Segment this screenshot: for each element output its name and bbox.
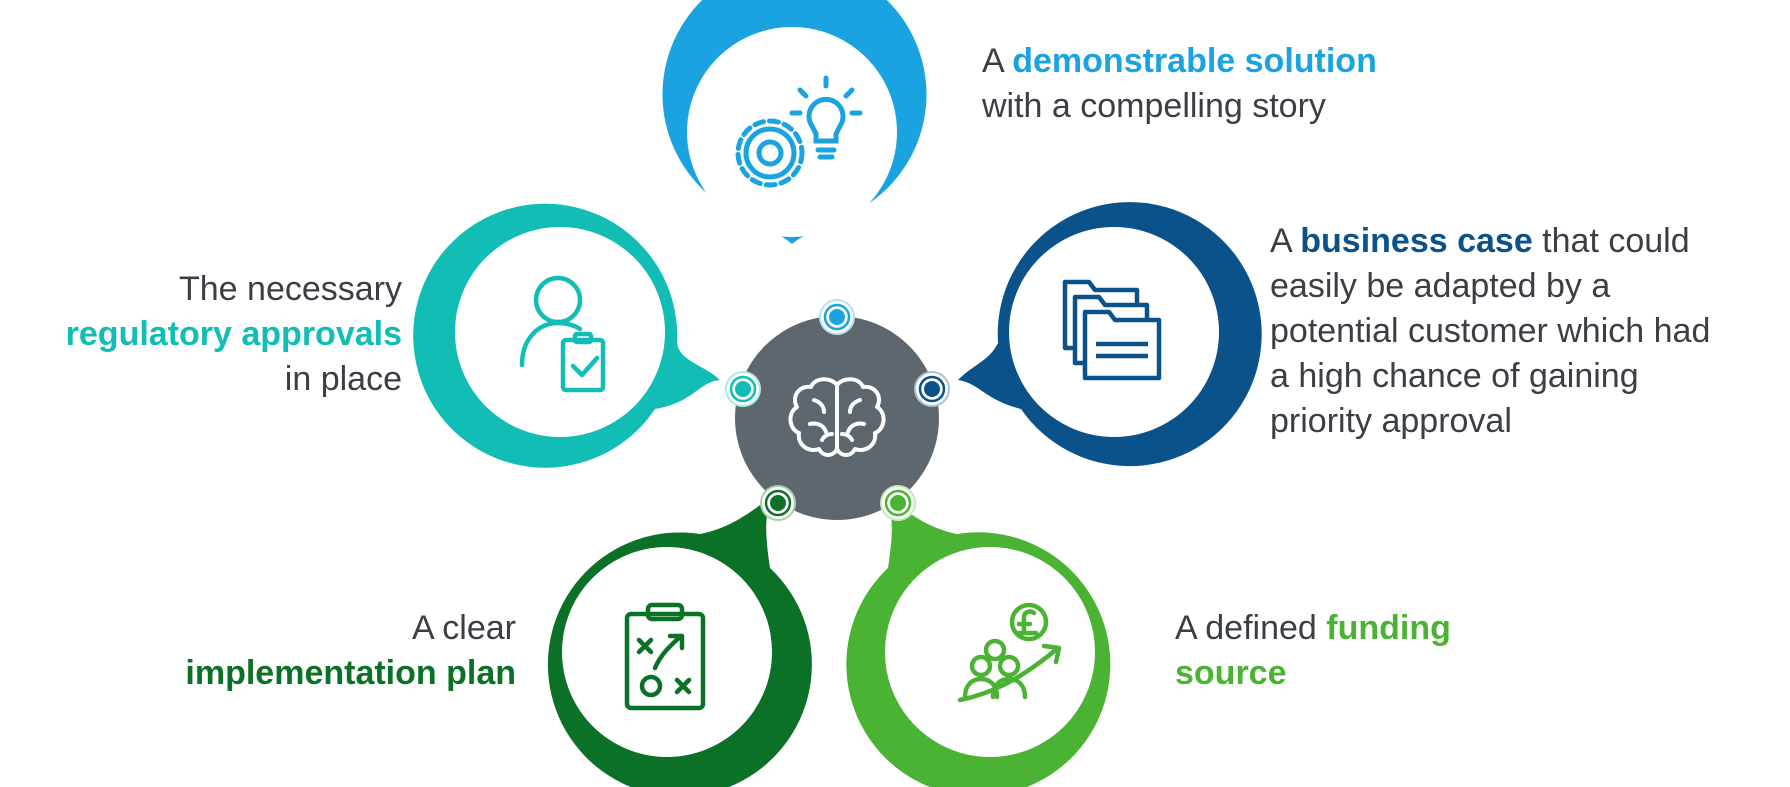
label-right-line5: priority approval xyxy=(1270,402,1512,440)
label-bottom-right-pre: A defined xyxy=(1175,609,1327,647)
node-bottom-right xyxy=(846,495,1111,787)
node-bottom-left xyxy=(547,495,812,787)
label-left-line3: in place xyxy=(284,360,402,398)
label-bottom-right: A defined funding source xyxy=(1175,606,1451,696)
node-right xyxy=(958,202,1262,467)
label-left-line1: The necessary xyxy=(179,270,402,308)
label-right-line3: potential customer which had xyxy=(1270,312,1711,350)
funding-growth-icon xyxy=(957,602,1062,703)
connector-dot-right xyxy=(914,371,950,407)
label-top-pre: A xyxy=(982,42,1013,80)
label-bottom-left-line1: A clear xyxy=(412,609,516,647)
label-bottom-right-line1: A defined funding xyxy=(1175,606,1451,651)
brain-icon xyxy=(788,377,886,457)
label-bottom-left-highlight: implementation plan xyxy=(185,654,516,692)
connector-dot-bottom-left xyxy=(760,485,796,521)
strategy-board-icon xyxy=(624,602,706,711)
label-right-line4: a high chance of gaining xyxy=(1270,357,1639,395)
folders-icon xyxy=(1062,279,1162,381)
center-hub xyxy=(735,316,939,520)
person-checklist-icon xyxy=(519,275,606,393)
node-left xyxy=(413,203,720,468)
label-top-line1: A demonstrable solution xyxy=(982,39,1377,84)
label-right-pre: A xyxy=(1270,222,1301,260)
label-top: A demonstrable solution with a compellin… xyxy=(982,39,1377,129)
label-left: The necessary regulatory approvals in pl… xyxy=(66,267,402,402)
label-right-highlight: business case xyxy=(1300,222,1533,260)
label-bottom-left: A clear implementation plan xyxy=(185,606,516,696)
label-right: A business case that could easily be ada… xyxy=(1270,219,1710,444)
connector-dot-bottom-right xyxy=(880,485,916,521)
label-top-line2: with a compelling story xyxy=(982,87,1326,125)
label-bottom-right-line2: source xyxy=(1175,654,1287,692)
label-right-post: that could xyxy=(1532,222,1690,260)
node-top xyxy=(662,0,927,244)
connector-dot-top xyxy=(819,299,855,335)
label-bottom-right-highlight: funding xyxy=(1326,609,1451,647)
gear-lightbulb-icon xyxy=(735,75,863,188)
label-top-highlight: demonstrable solution xyxy=(1012,42,1377,80)
label-right-line2: easily be adapted by a xyxy=(1270,267,1611,305)
label-right-line1: A business case that could xyxy=(1270,219,1710,264)
connector-dot-left xyxy=(725,371,761,407)
label-left-highlight: regulatory approvals xyxy=(65,315,402,353)
